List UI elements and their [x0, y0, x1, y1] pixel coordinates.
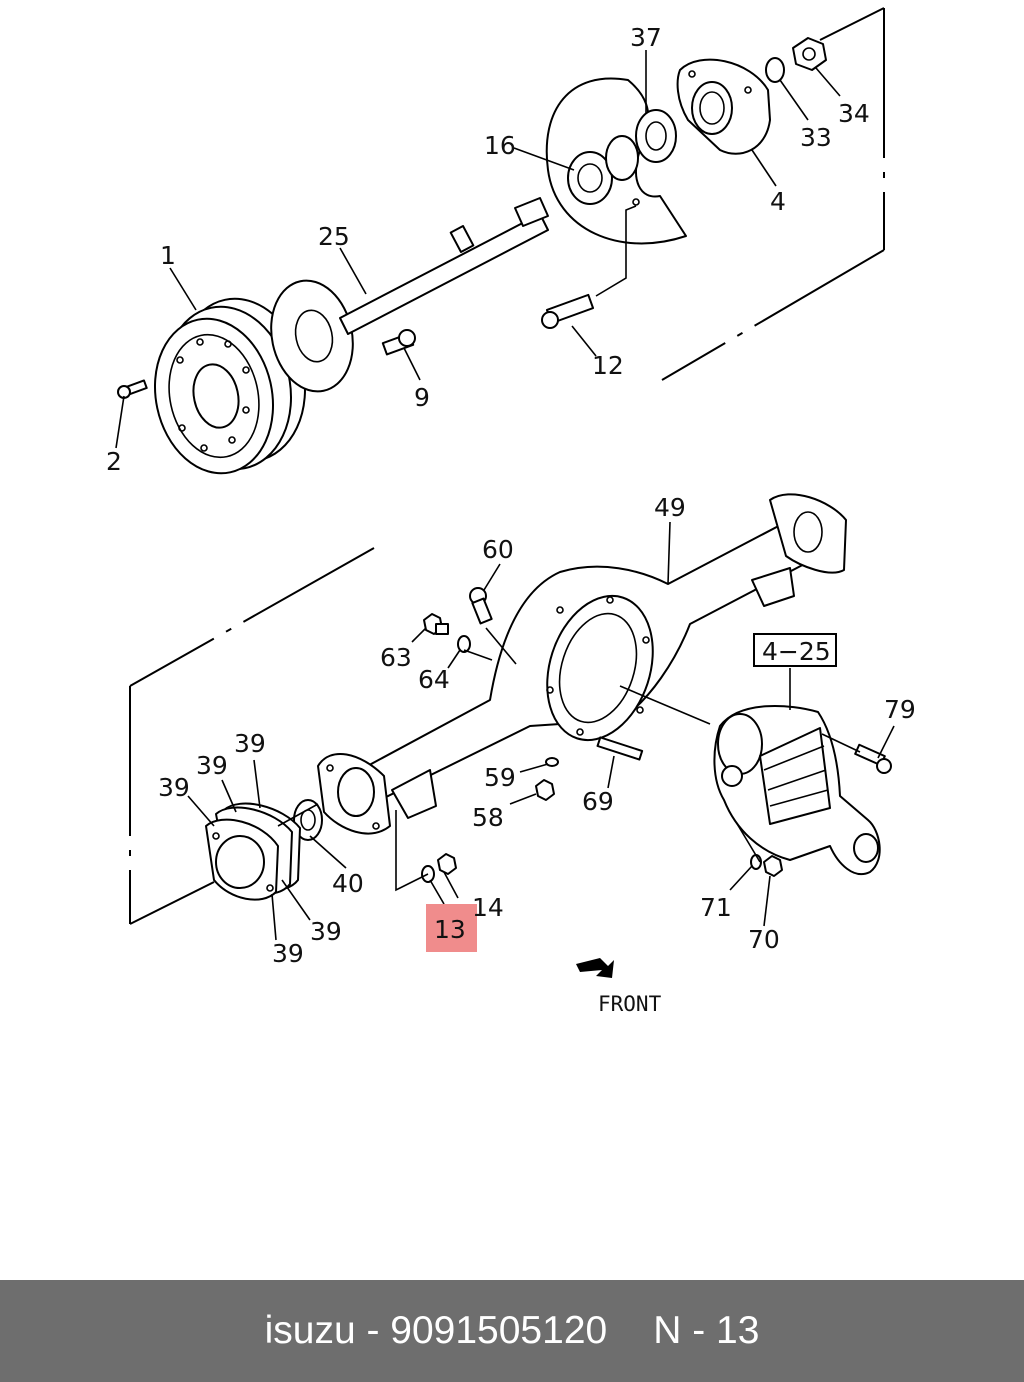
callout-labels: 1 2 25 9 12 16 37 33 34 4 49 60 63 64 59…	[106, 23, 916, 1016]
axle-housing	[359, 493, 847, 819]
callout-39-mid: 39	[196, 751, 228, 780]
callout-69: 69	[582, 787, 614, 816]
callout-63: 63	[380, 643, 412, 672]
bolt-79	[854, 743, 892, 774]
callout-59: 59	[484, 763, 516, 792]
snap-ring-and-nut	[765, 37, 827, 83]
housing-end-flange	[317, 752, 391, 835]
stud-69	[596, 736, 644, 761]
nut-14	[437, 853, 457, 875]
callout-4: 4	[770, 187, 786, 216]
callout-14: 14	[472, 893, 504, 922]
callout-40: 40	[332, 869, 364, 898]
callout-64: 64	[418, 665, 450, 694]
callout-12: 12	[592, 351, 624, 380]
front-arrow-icon	[576, 958, 614, 978]
differential-carrier	[713, 705, 881, 875]
screw-2	[117, 379, 148, 399]
ref-box-frame	[753, 633, 837, 667]
callout-2: 2	[106, 447, 122, 476]
plug-58	[535, 779, 555, 801]
callout-34: 34	[838, 99, 870, 128]
leader-lines-upper	[115, 50, 841, 449]
oil-seal	[293, 799, 323, 841]
hub-bolt-12	[541, 293, 595, 329]
callout-79: 79	[884, 695, 916, 724]
leader-lines-lower	[187, 521, 895, 941]
retainer-plate	[676, 58, 771, 155]
nut-70	[763, 855, 783, 877]
callout-60: 60	[482, 535, 514, 564]
bolt-63	[423, 613, 449, 635]
axle-shaft	[270, 197, 549, 393]
parts-diagram: 1 2 25 9 12 16 37 33 34 4 49 60 63 64 59…	[106, 7, 916, 1016]
ref-box-label: 4−25	[762, 637, 831, 666]
screw-9	[381, 329, 416, 356]
callout-13-highlighted: 13	[434, 915, 466, 944]
callout-39-left: 39	[158, 773, 190, 802]
washer-64	[457, 635, 471, 653]
callout-39-bottom: 39	[272, 939, 304, 968]
breather-60	[469, 587, 493, 625]
footer-bar: isuzu - 9091505120 N - 13	[0, 1280, 1024, 1382]
callout-49: 49	[654, 493, 686, 522]
callout-58: 58	[472, 803, 504, 832]
washer-59	[545, 757, 559, 767]
callout-25: 25	[318, 222, 350, 251]
callout-71: 71	[700, 893, 732, 922]
callout-33: 33	[800, 123, 832, 152]
footer-brand-part-number: isuzu - 9091505120	[264, 1309, 608, 1352]
callout-1: 1	[160, 241, 176, 270]
front-label: FRONT	[598, 992, 662, 1016]
upper-assembly-frame	[661, 7, 885, 381]
callout-39-top: 39	[234, 729, 266, 758]
footer-page-ref: N - 13	[653, 1309, 760, 1352]
callout-39-lower-right: 39	[310, 917, 342, 946]
callout-37: 37	[630, 23, 662, 52]
highlight-box	[426, 904, 477, 952]
brake-drum	[153, 297, 306, 475]
callout-9: 9	[414, 383, 430, 412]
callout-16: 16	[484, 131, 516, 160]
backing-plate	[545, 77, 687, 245]
callout-70: 70	[748, 925, 780, 954]
lower-assembly-frame	[129, 547, 375, 925]
